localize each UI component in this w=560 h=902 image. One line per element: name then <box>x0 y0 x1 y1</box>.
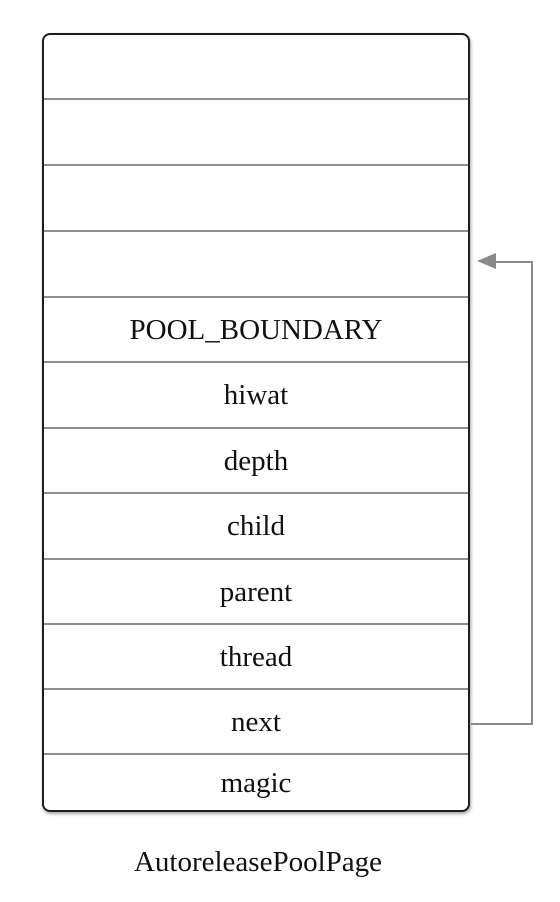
slot-divider <box>44 623 468 625</box>
slot-divider <box>44 98 468 100</box>
slot-next: next <box>44 690 468 754</box>
next-label: next <box>231 705 281 738</box>
slot-empty-2 <box>44 100 468 165</box>
slot-divider <box>44 361 468 363</box>
diagram-caption: AutoreleasePoolPage <box>133 846 383 878</box>
arrow-head-icon <box>477 253 496 269</box>
depth-label: depth <box>223 445 289 477</box>
slot-divider <box>44 164 468 166</box>
slot-thread: thread <box>44 625 468 689</box>
autorelease-pool-page-box: POOL_BOUNDARY hiwat depth child parent t… <box>42 33 470 812</box>
slot-divider <box>44 427 468 429</box>
slot-empty-3 <box>44 166 468 231</box>
slot-divider <box>44 688 468 690</box>
thread-label: thread <box>219 640 293 673</box>
slot-divider <box>44 753 468 755</box>
magic-label: magic <box>220 767 292 799</box>
hiwat-label: hiwat <box>223 379 289 411</box>
slot-pool-boundary: POOL_BOUNDARY <box>44 298 468 363</box>
slot-empty-4 <box>44 232 468 297</box>
parent-label: parent <box>219 576 293 608</box>
arrow-line <box>471 261 533 725</box>
slot-child: child <box>44 494 468 559</box>
slot-divider <box>44 296 468 298</box>
slot-divider <box>44 230 468 232</box>
slot-depth: depth <box>44 429 468 494</box>
slot-magic: magic <box>44 755 468 810</box>
slot-divider <box>44 492 468 494</box>
slot-parent: parent <box>44 560 468 625</box>
child-label: child <box>227 510 285 542</box>
pool-boundary-label: POOL_BOUNDARY <box>129 314 383 346</box>
slot-empty-1 <box>44 35 468 99</box>
slot-hiwat: hiwat <box>44 363 468 428</box>
slot-divider <box>44 558 468 560</box>
